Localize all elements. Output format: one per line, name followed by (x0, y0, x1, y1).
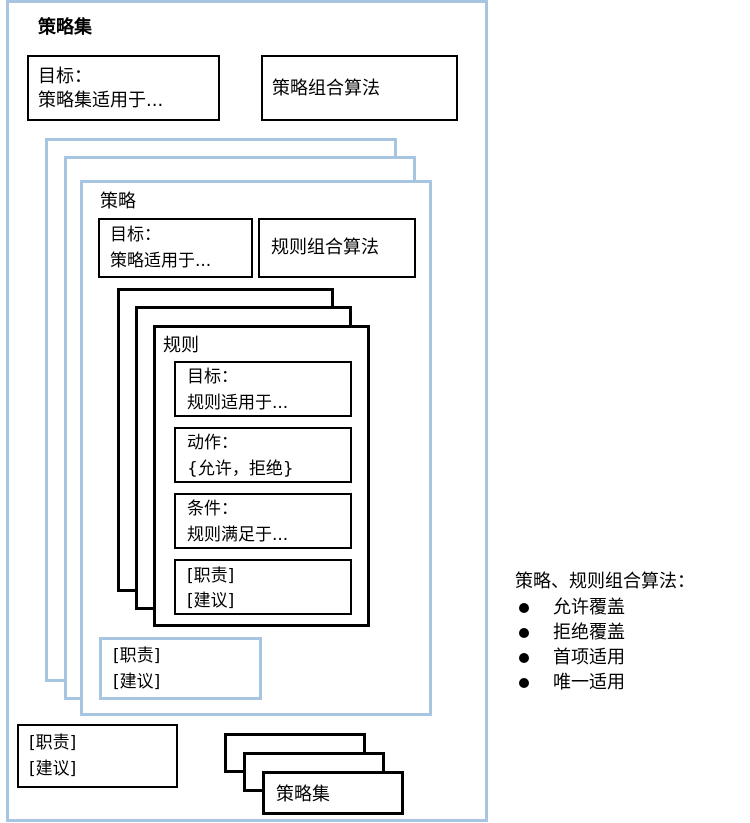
rule-target-box (174, 361, 352, 417)
policy-target-box (98, 218, 253, 278)
policy-set-obligations-line2: [建议] (29, 759, 77, 779)
bullet-icon (519, 603, 529, 613)
rule-obligations-box (174, 559, 352, 615)
policy-set-target-box (27, 55, 220, 121)
policy-set-target-value: 策略集适用于... (38, 90, 164, 111)
policy-set-target-label: 目标： (38, 66, 92, 87)
rule-effect-box (174, 427, 352, 483)
rule-target-value: 规则适用于... (187, 393, 289, 413)
bullet-icon (519, 628, 529, 638)
policy-obligations-line1: [职责] (113, 646, 161, 666)
legend: 策略、规则组合算法： 允许覆盖 拒绝覆盖 首项适用 唯一适用 (515, 570, 745, 695)
policy-set-obligations-line1: [职责] (29, 733, 77, 753)
policy-set-title: 策略集 (38, 17, 92, 38)
rule-condition-value: 规则满足于... (187, 525, 289, 545)
legend-title: 策略、规则组合算法： (515, 571, 695, 592)
legend-item: 唯一适用 (515, 670, 745, 695)
rule-obligations-line1: [职责] (187, 566, 235, 586)
rule-combining-algorithm-box (258, 218, 416, 278)
rule-condition-box (174, 493, 352, 549)
legend-item-label: 拒绝覆盖 (553, 622, 625, 643)
policy-obligations-box (99, 637, 262, 700)
legend-item: 允许覆盖 (515, 595, 745, 620)
legend-item-label: 唯一适用 (553, 672, 625, 693)
rule-target-label: 目标： (187, 367, 238, 387)
policy-title: 策略 (100, 191, 136, 212)
bullet-icon (519, 678, 529, 688)
policy-target-value: 策略适用于... (110, 251, 212, 271)
rule-obligations-line2: [建议] (187, 591, 235, 611)
policy-combining-algorithm-label: 策略组合算法 (272, 78, 380, 99)
sub-policy-set-box (262, 771, 404, 815)
rule-combining-algorithm-label: 规则组合算法 (271, 237, 379, 258)
legend-item-label: 首项适用 (553, 647, 625, 668)
sub-policy-set-label: 策略集 (276, 784, 330, 805)
legend-item: 首项适用 (515, 645, 745, 670)
rule-effect-value: {允许，拒绝} (187, 459, 294, 479)
policy-obligations-line2: [建议] (113, 672, 161, 692)
policy-combining-algorithm-box (261, 55, 458, 121)
rule-effect-label: 动作： (187, 433, 238, 453)
rule-condition-label: 条件： (187, 499, 238, 519)
legend-item-label: 允许覆盖 (553, 597, 625, 618)
legend-item: 拒绝覆盖 (515, 620, 745, 645)
legend-list: 允许覆盖 拒绝覆盖 首项适用 唯一适用 (515, 595, 745, 695)
policy-set-obligations-box (17, 724, 178, 788)
policy-target-label: 目标： (110, 225, 161, 245)
bullet-icon (519, 653, 529, 663)
rule-title: 规则 (163, 335, 199, 356)
